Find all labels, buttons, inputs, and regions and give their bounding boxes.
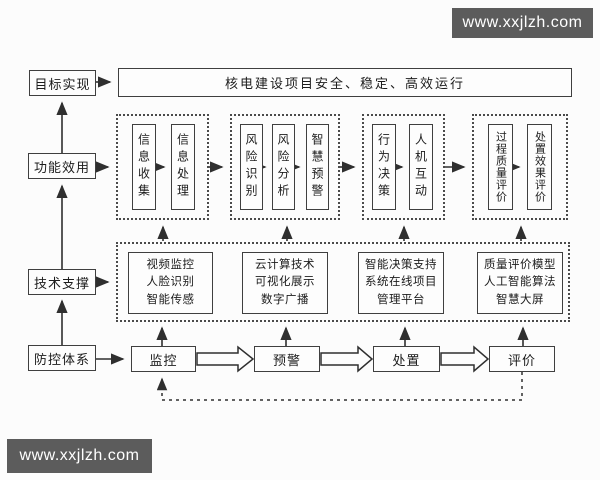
tech-box-line: 数字广播 xyxy=(261,293,309,306)
tech-box-video-monitoring: 视频监控 人脸识别 智能传感 xyxy=(128,252,213,314)
block-arrows xyxy=(196,345,490,373)
tech-box-line: 智慧大屏 xyxy=(496,293,544,306)
process-step-evaluation: 评价 xyxy=(489,346,555,372)
tech-layer-container xyxy=(116,242,570,322)
function-box-smart-warning: 智慧预警 xyxy=(306,124,329,210)
process-step-handling: 处置 xyxy=(373,346,440,372)
tech-box-line: 智能传感 xyxy=(146,293,195,306)
function-box-risk-identification: 风险识别 xyxy=(240,124,263,210)
tech-to-function-arrows xyxy=(157,225,527,241)
tech-box-line: 管理平台 xyxy=(377,293,425,306)
left-rail-tech-support: 技术支撑 xyxy=(28,269,96,295)
function-box-process-quality-eval: 过程质量评价 xyxy=(488,124,513,210)
tech-box-line: 质量评价模型 xyxy=(484,259,556,272)
goal-banner: 核电建设项目安全、稳定、高效运行 xyxy=(118,68,572,97)
watermark-bottom-left: www.xxjlzh.com xyxy=(7,439,152,473)
tech-box-line: 人工智能算法 xyxy=(484,276,556,289)
function-box-behavior-decision: 行为决策 xyxy=(372,124,396,210)
tech-box-line: 可视化展示 xyxy=(255,276,315,289)
function-box-handling-effect-eval: 处置效果评价 xyxy=(527,124,552,210)
function-group-evaluation xyxy=(472,114,568,220)
process-to-tech-arrows xyxy=(156,326,529,346)
tech-box-line: 智能决策支持 xyxy=(365,259,437,272)
tech-box-line: 人脸识别 xyxy=(146,276,195,289)
tech-box-line: 系统在线项目 xyxy=(365,276,437,289)
watermark-top-right: www.xxjlzh.com xyxy=(452,8,593,38)
function-box-info-processing: 信息处理 xyxy=(171,124,195,210)
tech-box-quality-model: 质量评价模型 人工智能算法 智慧大屏 xyxy=(477,252,563,314)
function-box-info-collection: 信息收集 xyxy=(132,124,156,210)
left-rail-goal: 目标实现 xyxy=(29,70,96,96)
tech-box-line: 云计算技术 xyxy=(255,259,315,272)
tech-box-line: 视频监控 xyxy=(146,259,195,272)
function-group-information xyxy=(116,114,209,220)
function-box-human-machine: 人机互动 xyxy=(409,124,433,210)
left-rail-prevention-system: 防控体系 xyxy=(28,345,96,371)
tech-box-cloud-computing: 云计算技术 可视化展示 数字广播 xyxy=(242,252,328,314)
function-group-risk xyxy=(230,114,340,220)
function-group-decision xyxy=(362,114,445,220)
function-box-risk-analysis: 风险分析 xyxy=(272,124,295,210)
process-step-warning: 预警 xyxy=(254,346,320,372)
feedback-loop xyxy=(156,372,523,401)
left-rail-function: 功能效用 xyxy=(28,153,96,179)
tech-box-decision-support: 智能决策支持 系统在线项目 管理平台 xyxy=(358,252,444,314)
process-step-monitoring: 监控 xyxy=(131,346,196,372)
